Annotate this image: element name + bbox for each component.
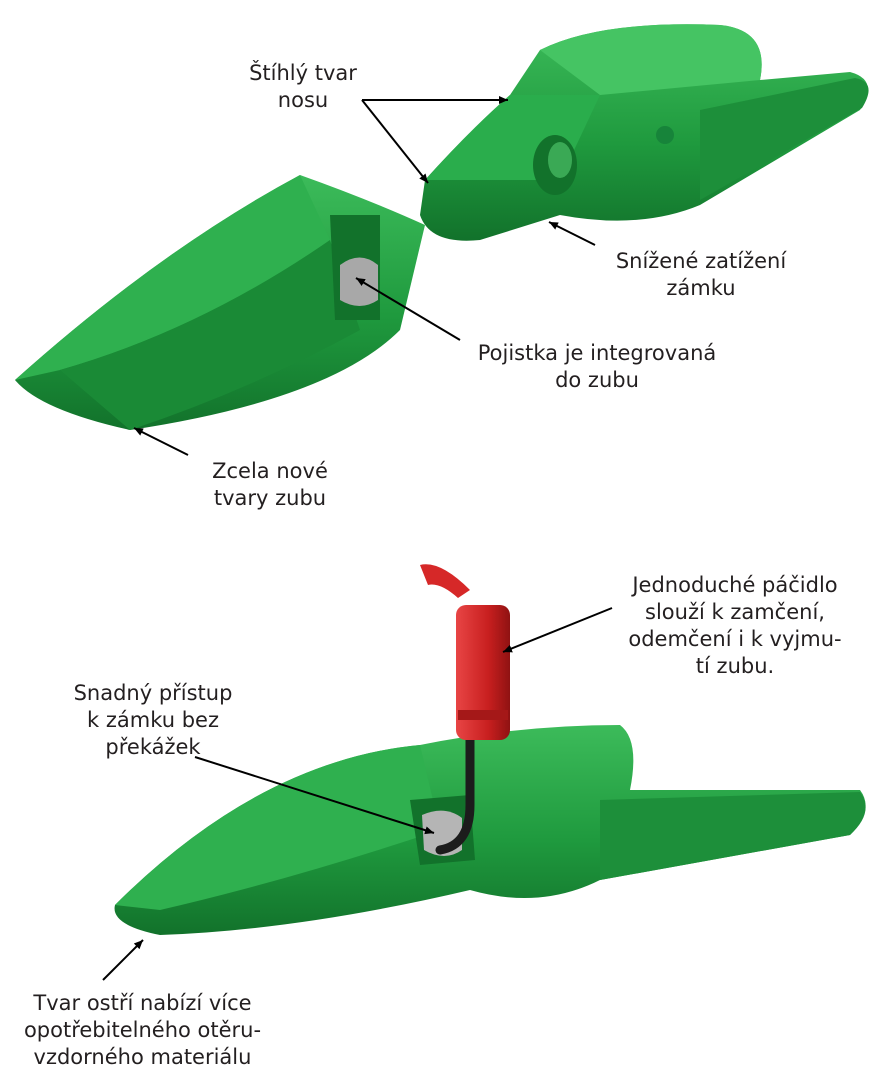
arrow-edge-shape — [103, 940, 143, 980]
tooth-illustration — [15, 175, 425, 430]
label-easy-access: Snadný přístup k zámku bez překážek — [48, 680, 258, 761]
arrow-slim-nose-2 — [362, 100, 428, 183]
label-slim-nose: Štíhlý tvar nosu — [238, 60, 368, 114]
arrow-pry-bar — [503, 608, 612, 652]
label-simple-pry-bar: Jednoduché páčidlo slouží k zamčení, ode… — [610, 572, 860, 680]
label-new-tooth-shapes: Zcela nové tvary zubu — [185, 458, 355, 512]
label-edge-shape: Tvar ostří nabízí více opotřebitelného o… — [0, 990, 285, 1071]
adapter-nose-illustration — [420, 24, 869, 240]
label-integrated-lock: Pojistka je integrovaná do zubu — [452, 340, 742, 394]
arrow-reduced-lock-load — [549, 222, 595, 245]
label-reduced-lock-load: Snížené zatížení zámku — [596, 248, 806, 302]
lock-pin-icon — [340, 258, 378, 307]
arrow-new-tooth-shapes — [134, 428, 188, 455]
